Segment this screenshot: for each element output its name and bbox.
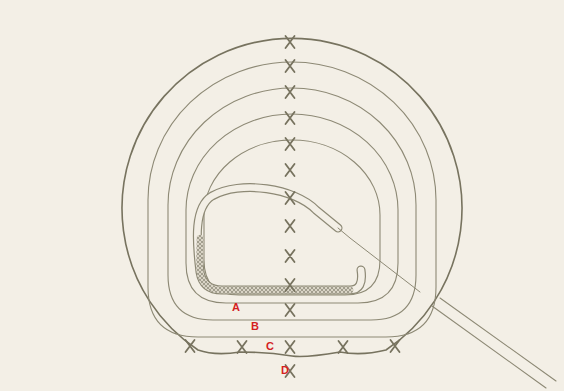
- layer-letter: A: [232, 302, 240, 313]
- suture-layer: [168, 88, 416, 320]
- suture-layer: [204, 140, 380, 295]
- outer-outline: [122, 38, 462, 356]
- tube: [197, 188, 556, 388]
- suture-layer: [186, 114, 398, 303]
- layer-letter: D: [281, 365, 289, 376]
- suture-marks: [186, 36, 400, 377]
- layer-letter: B: [251, 321, 259, 332]
- suture-layer: [148, 62, 436, 337]
- layer-letter: C: [266, 341, 274, 352]
